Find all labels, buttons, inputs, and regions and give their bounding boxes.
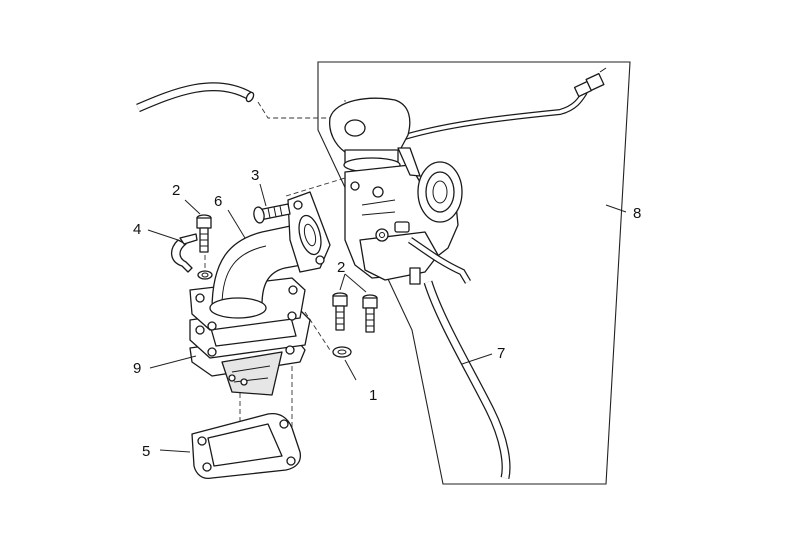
callout-6: 6 <box>214 193 222 210</box>
leader-lines <box>147 183 627 453</box>
part-2-bolt-left <box>196 214 213 280</box>
part-8-carburetor <box>329 97 472 285</box>
hose-top-left <box>136 82 255 113</box>
callout-4: 4 <box>133 221 141 238</box>
callout-2-right: 2 <box>337 259 345 276</box>
callout-8: 8 <box>633 205 641 222</box>
callout-labels: 1 2 2 3 4 5 6 7 8 9 <box>133 167 641 460</box>
part-6-intake-manifold <box>209 191 331 319</box>
callout-1: 1 <box>369 387 377 404</box>
part-7-drain-hose <box>423 280 511 480</box>
part-5-gasket <box>191 412 302 480</box>
sensor-cable <box>394 67 607 143</box>
callout-5: 5 <box>142 443 150 460</box>
callout-9: 9 <box>133 360 141 377</box>
part-3-bolt <box>253 203 291 224</box>
callout-2-left: 2 <box>172 182 180 199</box>
part-2-bolts-right <box>332 292 378 333</box>
carburetor-assembly-frame <box>317 61 631 485</box>
callout-7: 7 <box>497 345 505 362</box>
callout-3: 3 <box>251 167 259 184</box>
part-9-reed-block <box>189 277 311 396</box>
part-1-washer <box>332 346 352 358</box>
part-4-clamp <box>171 233 198 273</box>
